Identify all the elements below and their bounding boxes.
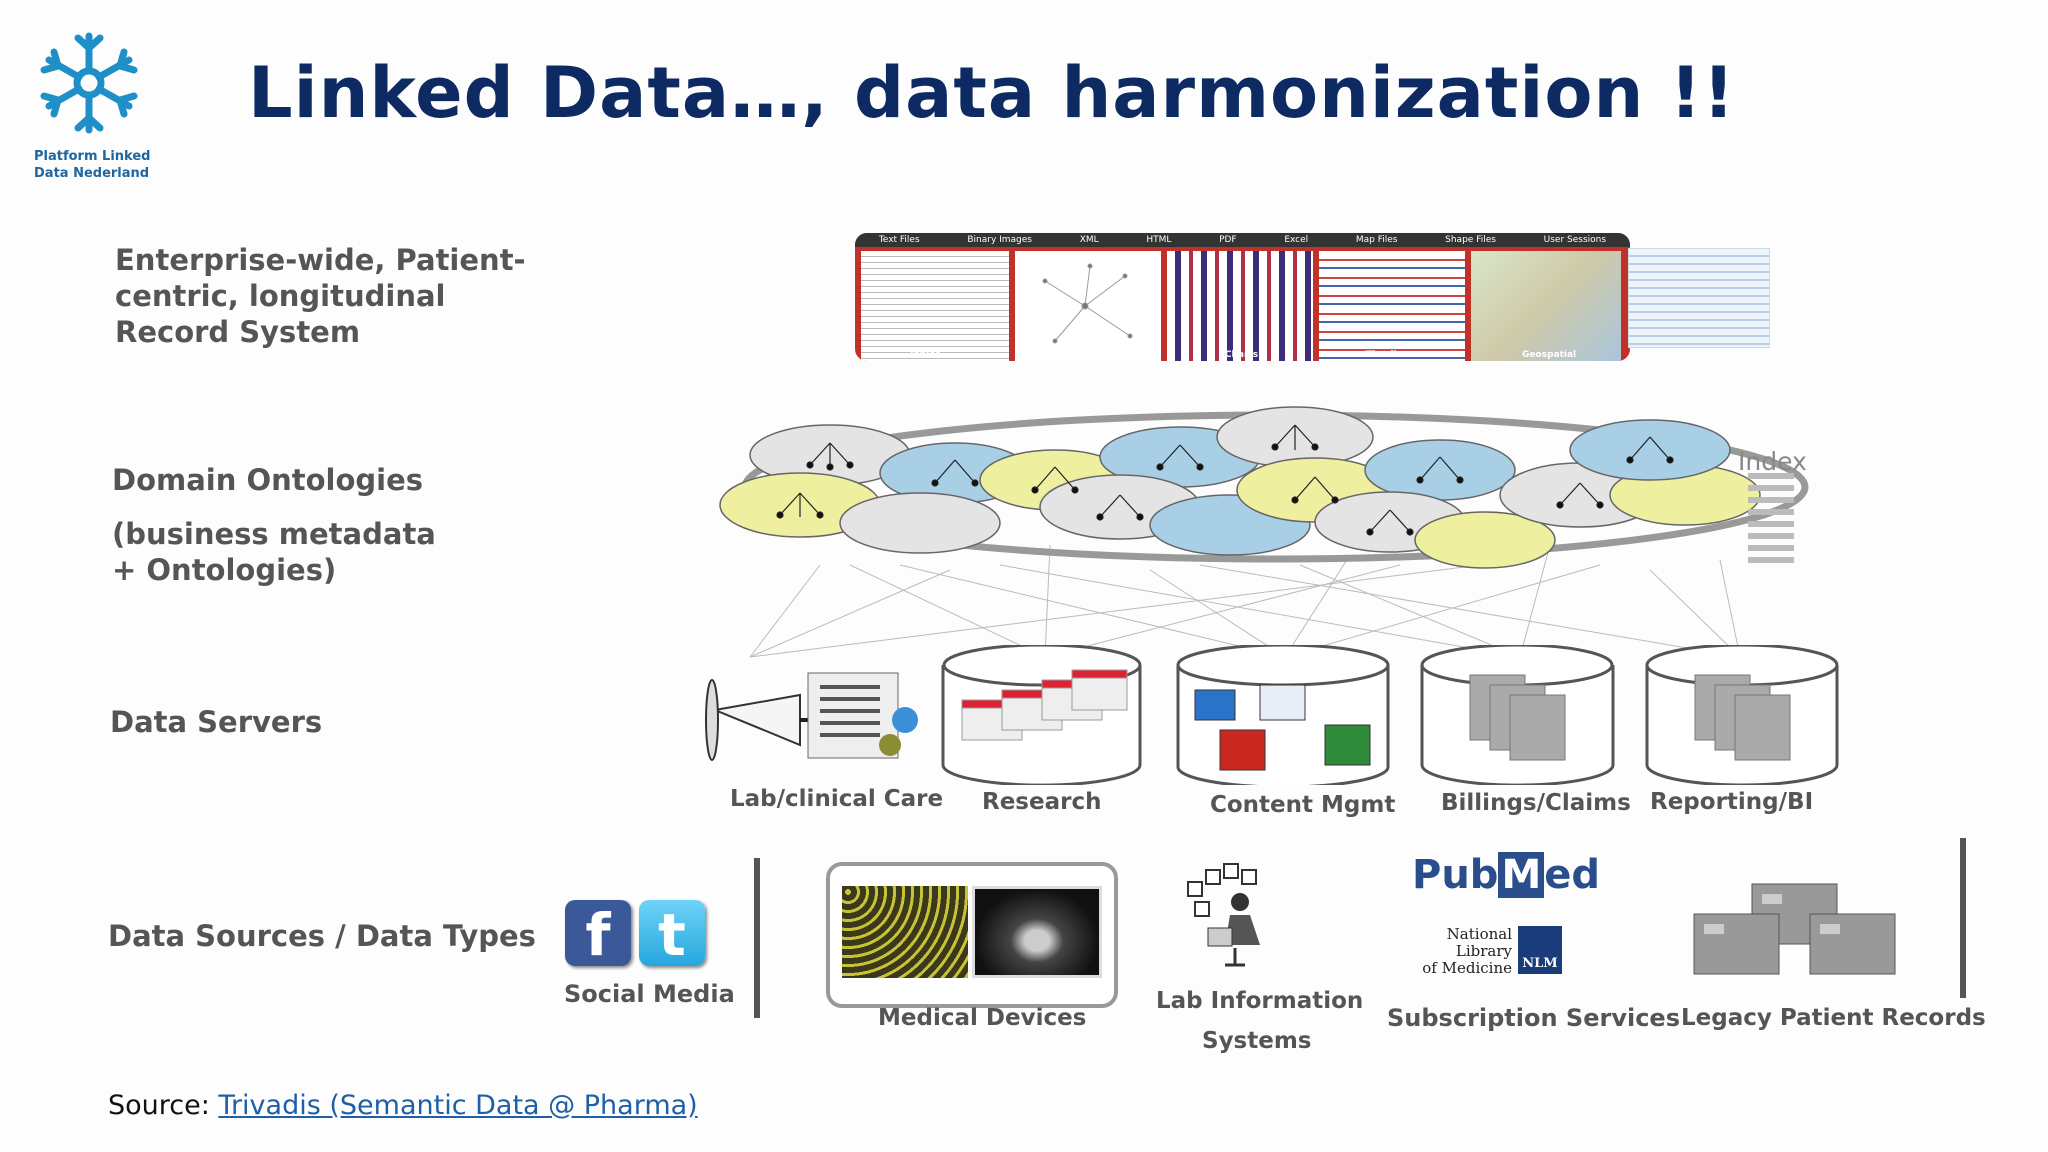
- panel-label: Relationships: [1048, 350, 1118, 360]
- legacy-records-icon: [1693, 883, 1896, 975]
- index-label: Index: [1738, 447, 1807, 476]
- nlm-logo: NLM: [1518, 926, 1562, 974]
- panel-label: Geospatial: [1522, 350, 1577, 360]
- strip-tab: PDF: [1219, 235, 1237, 245]
- source-prefix: Source:: [108, 1090, 219, 1121]
- data-server-cylinders: [705, 645, 1839, 785]
- strip-tab: User Sessions: [1543, 235, 1607, 245]
- server-billings-claims: Billings/Claims: [1441, 790, 1631, 816]
- server-research: Research: [982, 789, 1102, 815]
- source-subscription-services: Subscription Services: [1387, 1004, 1680, 1032]
- server-reporting-bi: Reporting/BI: [1650, 789, 1814, 815]
- pubmed-m: M: [1498, 852, 1545, 898]
- panel-geospatial: [1471, 251, 1621, 361]
- source-social-media: Social Media: [564, 980, 735, 1008]
- panel-relationships: [1015, 251, 1161, 361]
- facebook-icon: f: [565, 900, 631, 969]
- label-domain-ontologies: Domain Ontologies: [112, 463, 424, 497]
- pubmed-pub: Pub: [1412, 852, 1499, 898]
- panel-label: Timelines: [1365, 350, 1415, 360]
- strip-tab: Map Files: [1355, 235, 1398, 245]
- snowflake-network-icon: [40, 32, 138, 134]
- source-citation: Source: Trivadis (Semantic Data @ Pharma…: [108, 1090, 698, 1121]
- strip-tab: Shape Files: [1445, 235, 1496, 245]
- microarray-image: [842, 886, 968, 978]
- logo-line-1: Platform Linked: [34, 149, 151, 164]
- relationships-graph: [1042, 263, 1133, 344]
- medical-devices-frame: [826, 862, 1118, 1008]
- strip-tab: Text Files: [878, 235, 920, 245]
- source-legacy-patient-records: Legacy Patient Records: [1681, 1005, 1986, 1031]
- panel-label: Charts: [1224, 350, 1259, 360]
- nlm-line-1: National: [1446, 925, 1512, 943]
- panel-label: Tables: [908, 350, 941, 360]
- twitter-icon: t: [639, 900, 705, 969]
- strip-tab: HTML: [1146, 235, 1172, 245]
- nlm-line-3: of Medicine: [1422, 959, 1512, 977]
- user-session-thumbnail: [1628, 248, 1770, 348]
- strip-tab: Binary Images: [967, 235, 1033, 245]
- strip-panel-labels: Tables Relationships Charts Timelines Ge…: [855, 349, 1630, 361]
- divider-left: [754, 858, 760, 1018]
- nlm-line-2: Library: [1455, 942, 1512, 960]
- source-lab-information-line1: Lab Information: [1156, 988, 1364, 1014]
- source-medical-devices: Medical Devices: [878, 1005, 1087, 1031]
- label-record-system: Enterprise-wide, Patient-centric, longit…: [115, 243, 526, 349]
- panel-timelines: [1319, 251, 1465, 361]
- nlm-text: National Library of Medicine: [1420, 926, 1512, 977]
- lab-worker-icon: [1187, 863, 1260, 967]
- ontology-network-diagram: [719, 406, 1809, 658]
- source-lab-information-line2: Systems: [1202, 1028, 1312, 1054]
- page-title: Linked Data…, data harmonization !!: [248, 52, 1736, 134]
- strip-tab: Excel: [1284, 235, 1309, 245]
- source-link[interactable]: Trivadis (Semantic Data @ Pharma): [218, 1090, 698, 1121]
- xray-image: [972, 886, 1102, 978]
- label-ontologies-detail: (business metadata + Ontologies): [112, 517, 436, 587]
- record-system-strip: Text Files Binary Images XML HTML PDF Ex…: [855, 233, 1630, 361]
- server-content-mgmt: Content Mgmt: [1210, 792, 1396, 818]
- panel-charts: [1167, 251, 1313, 361]
- strip-tabs: Text Files Binary Images XML HTML PDF Ex…: [855, 233, 1630, 247]
- logo-line-2: Data Nederland: [34, 166, 150, 181]
- pubmed-ed: ed: [1544, 852, 1601, 898]
- label-data-sources: Data Sources / Data Types: [108, 919, 536, 953]
- strip-tab: XML: [1079, 235, 1099, 245]
- logo-text: Platform Linked Data Nederland: [34, 148, 150, 182]
- divider-right: [1960, 838, 1966, 998]
- pubmed-logo: PubMed: [1412, 852, 1600, 898]
- server-lab-clinical-care: Lab/clinical Care: [730, 786, 944, 812]
- label-data-servers: Data Servers: [110, 705, 323, 739]
- panel-tables: [861, 251, 1009, 361]
